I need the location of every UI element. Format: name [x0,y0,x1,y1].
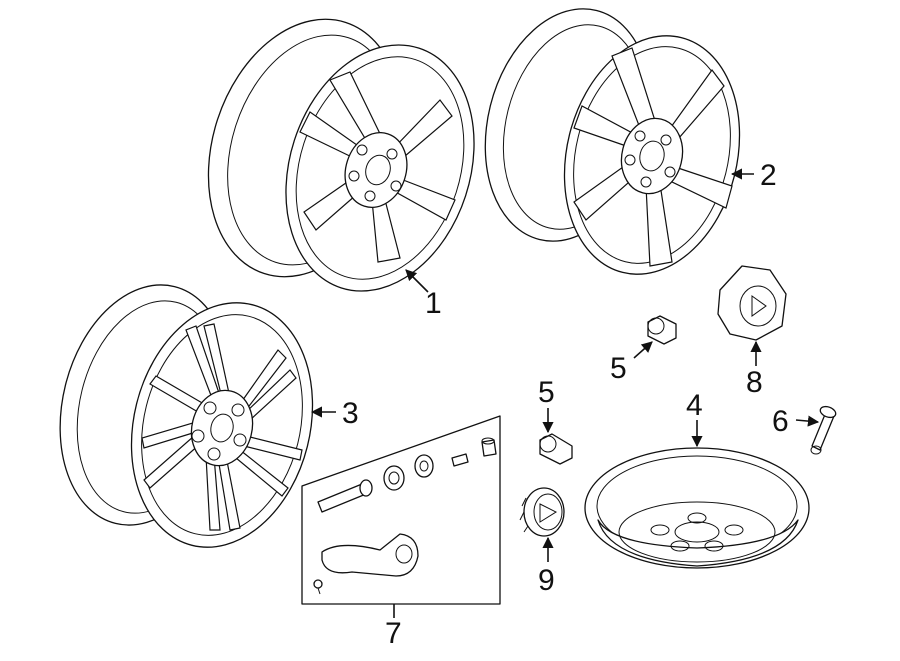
tpms-screw [313,579,323,595]
callout-numbers: 1 2 3 4 5 5 6 7 8 9 [342,159,789,650]
wheel-2-spokes [573,47,733,267]
wheel-part-3[interactable] [36,267,337,567]
tpms-sensor-kit-part-7[interactable] [301,415,501,605]
wheel-part-2[interactable] [462,0,764,293]
callout-2: 2 [760,159,777,192]
valve-stem-part-6[interactable] [810,405,837,455]
leader-6 [795,415,820,427]
tpms-grommet [383,465,405,491]
tpms-sensor-body [321,533,419,577]
callout-5-lower: 5 [538,376,555,409]
callout-9: 9 [538,564,555,597]
center-cap-part-8[interactable] [717,265,787,341]
leader-1 [405,269,429,293]
callout-3: 3 [342,397,359,430]
callout-6: 6 [772,405,789,438]
leader-5a [633,341,653,359]
lug-nut-part-5-lower[interactable] [539,433,573,465]
tpms-valve-stem [317,479,373,513]
callout-8: 8 [746,366,763,399]
callout-5-upper: 5 [610,352,627,385]
tpms-cap [481,437,497,457]
tpms-valve-core [451,453,469,467]
lug-nut-part-5-upper[interactable] [647,315,677,345]
wheel-part-1[interactable] [177,0,505,316]
center-cap-part-9[interactable] [519,487,565,537]
spare-wheel-part-4[interactable] [584,447,810,569]
tpms-seal [414,454,434,478]
callout-1: 1 [425,287,442,320]
callout-4: 4 [686,389,703,422]
callout-7: 7 [385,617,402,650]
callout-leaders [310,168,820,618]
